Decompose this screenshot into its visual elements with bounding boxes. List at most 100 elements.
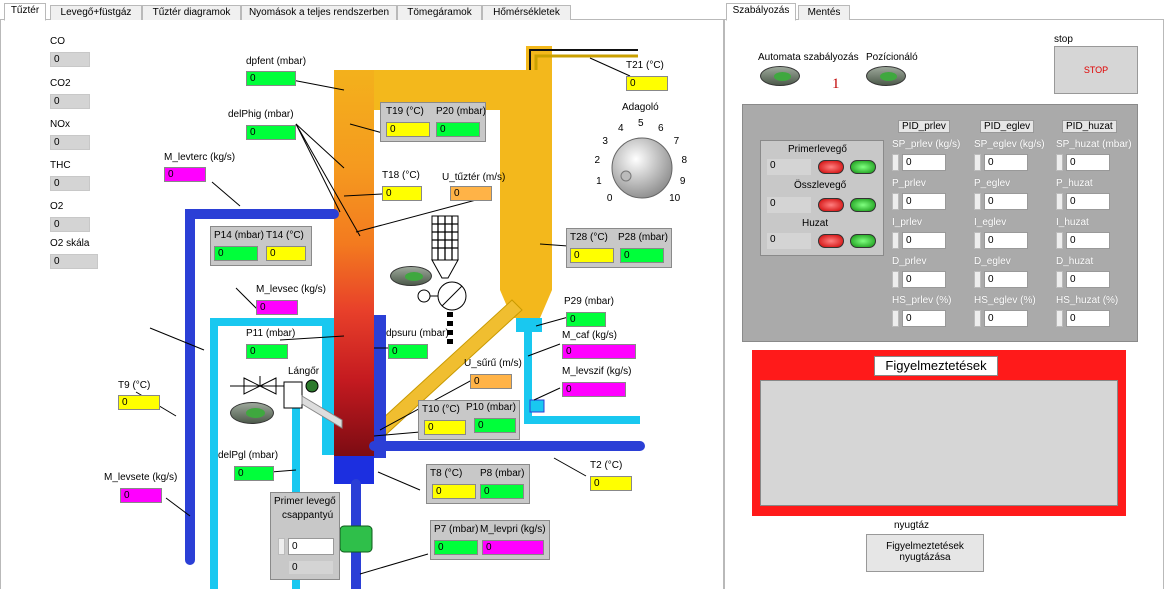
pid-huzat-title: PID_huzat bbox=[1062, 120, 1117, 133]
usuru-value: 0 bbox=[470, 374, 512, 389]
pid-eglev-hs-spinner[interactable] bbox=[974, 310, 981, 327]
t19-value: 0 bbox=[386, 122, 430, 137]
feeder-toggle[interactable] bbox=[390, 266, 432, 286]
pid-prlev-sp-spinner[interactable] bbox=[892, 154, 899, 171]
pid-eglev-sp-input[interactable]: 0 bbox=[984, 154, 1028, 171]
pid-huzat-p-spinner[interactable] bbox=[1056, 193, 1063, 210]
t10-label: T10 (°C) bbox=[422, 404, 460, 415]
tab-levego-fustgaz[interactable]: Levegő+füstgáz bbox=[50, 5, 142, 20]
feeder-funnel bbox=[431, 259, 459, 279]
right-tab-bar bbox=[724, 0, 1164, 20]
dpfent-value: 0 bbox=[246, 71, 296, 86]
primary-valve bbox=[339, 525, 373, 553]
pid-huzat-i-spinner[interactable] bbox=[1056, 232, 1063, 249]
huzat-down-button[interactable] bbox=[818, 234, 844, 248]
adagolo-dial[interactable] bbox=[586, 112, 696, 216]
pid-prlev-d-spinner[interactable] bbox=[892, 271, 899, 288]
ossz-up-button[interactable] bbox=[850, 198, 876, 212]
langor-label: Lángőr bbox=[288, 366, 320, 377]
huzat-label: Huzat bbox=[802, 218, 829, 229]
primer-up-button[interactable] bbox=[850, 160, 876, 174]
feeder-motor-symbol bbox=[417, 289, 431, 303]
cyclone-body bbox=[500, 110, 552, 290]
pid-eglev-p-spinner[interactable] bbox=[974, 193, 981, 210]
pid-huzat-d-input[interactable]: 0 bbox=[1066, 271, 1110, 288]
delphig-value: 0 bbox=[246, 125, 296, 140]
primer-setpoint[interactable]: 0 bbox=[288, 538, 334, 555]
o2-scale-value[interactable]: 0 bbox=[50, 254, 98, 269]
co-label: CO bbox=[50, 36, 65, 47]
pid-huzat-p-label: P_huzat bbox=[1056, 178, 1093, 189]
t9-label: T9 (°C) bbox=[118, 380, 151, 391]
p7-value: 0 bbox=[434, 540, 478, 555]
pid-prlev-p-input[interactable]: 0 bbox=[902, 193, 946, 210]
langor-toggle[interactable] bbox=[230, 402, 274, 424]
adagolo-tick-label: 1 bbox=[596, 175, 602, 187]
pid-huzat-sp-input[interactable]: 0 bbox=[1066, 154, 1110, 171]
warnings-list[interactable] bbox=[760, 380, 1118, 506]
p20-label: P20 (mbar) bbox=[436, 106, 487, 117]
pid-huzat-d-spinner[interactable] bbox=[1056, 271, 1063, 288]
nox-value: 0 bbox=[50, 135, 90, 150]
pid-prlev-sp-input[interactable]: 0 bbox=[902, 154, 946, 171]
mlevpri-value: 0 bbox=[482, 540, 544, 555]
t8-label: T8 (°C) bbox=[430, 468, 463, 479]
tab-tomegaramok[interactable]: Tömegáramok bbox=[397, 5, 482, 20]
tab-homersekletek[interactable]: Hőmérsékletek bbox=[482, 5, 571, 20]
pid-huzat-hs-input[interactable]: 0 bbox=[1066, 310, 1110, 327]
tab-tuzter-diagramok[interactable]: Tűztér diagramok bbox=[142, 5, 241, 20]
ack-button[interactable]: Figyelmeztetések nyugtázása bbox=[866, 534, 984, 572]
pid-huzat-p-input[interactable]: 0 bbox=[1066, 193, 1110, 210]
primer-down-button[interactable] bbox=[818, 160, 844, 174]
pid-eglev-sp-spinner[interactable] bbox=[974, 154, 981, 171]
t2-label: T2 (°C) bbox=[590, 460, 623, 471]
co-value: 0 bbox=[50, 52, 90, 67]
ack-label: nyugtáz bbox=[894, 520, 930, 531]
counter: 1 bbox=[832, 76, 840, 92]
adagolo-knob bbox=[611, 137, 673, 199]
pid-eglev-i-input[interactable]: 0 bbox=[984, 232, 1028, 249]
pid-huzat-sp-spinner[interactable] bbox=[1056, 154, 1063, 171]
pid-prlev-i-input[interactable]: 0 bbox=[902, 232, 946, 249]
mlevsec-value: 0 bbox=[256, 300, 298, 315]
pid-eglev-i-spinner[interactable] bbox=[974, 232, 981, 249]
t28-label: T28 (°C) bbox=[570, 232, 608, 243]
pid-prlev-hs-spinner[interactable] bbox=[892, 310, 899, 327]
pid-eglev-hs-input[interactable]: 0 bbox=[984, 310, 1028, 327]
adagolo-tick-label: 4 bbox=[618, 122, 624, 134]
huzat-up-button[interactable] bbox=[850, 234, 876, 248]
tab-tuzter[interactable]: Tűztér bbox=[4, 3, 46, 21]
pid-prlev-i-spinner[interactable] bbox=[892, 232, 899, 249]
pid-huzat-i-input[interactable]: 0 bbox=[1066, 232, 1110, 249]
ossz-down-button[interactable] bbox=[818, 198, 844, 212]
delphig-label: delPhig (mbar) bbox=[228, 109, 294, 120]
loopseal bbox=[516, 318, 542, 332]
pid-prlev-p-spinner[interactable] bbox=[892, 193, 899, 210]
adagolo-label: Adagoló bbox=[622, 102, 659, 113]
pid-prlev-sp-label: SP_prlev (kg/s) bbox=[892, 139, 961, 150]
pipe-loopseal-air bbox=[524, 332, 640, 424]
adagolo-tick-label: 8 bbox=[681, 155, 688, 167]
langor-device bbox=[283, 381, 303, 409]
pid-prlev-d-label: D_prlev bbox=[892, 256, 927, 267]
tab-mentes[interactable]: Mentés bbox=[798, 5, 850, 20]
pid-prlev-hs-input[interactable]: 0 bbox=[902, 310, 946, 327]
stop-button[interactable]: STOP bbox=[1054, 46, 1138, 94]
pid-prlev-hs-label: HS_prlev (%) bbox=[892, 295, 952, 306]
adagolo-tick-label: 2 bbox=[594, 155, 601, 167]
p14-value: 0 bbox=[214, 246, 258, 261]
tab-nyomasok[interactable]: Nyomások a teljes rendszerben bbox=[241, 5, 397, 20]
adagolo-tick-label: 6 bbox=[657, 122, 664, 134]
stop-label: stop bbox=[1054, 34, 1073, 45]
pid-eglev-d-input[interactable]: 0 bbox=[984, 271, 1028, 288]
pozicionalo-toggle[interactable] bbox=[866, 66, 906, 86]
pid-huzat-hs-spinner[interactable] bbox=[1056, 310, 1063, 327]
tab-szabalyozas[interactable]: Szabályozás bbox=[726, 3, 796, 21]
pid-eglev-p-input[interactable]: 0 bbox=[984, 193, 1028, 210]
auto-toggle[interactable] bbox=[760, 66, 800, 86]
pid-eglev-d-spinner[interactable] bbox=[974, 271, 981, 288]
thc-value: 0 bbox=[50, 176, 90, 191]
mlevsec-label: M_levsec (kg/s) bbox=[256, 284, 327, 295]
pid-prlev-d-input[interactable]: 0 bbox=[902, 271, 946, 288]
primer-spinner[interactable] bbox=[278, 538, 285, 555]
